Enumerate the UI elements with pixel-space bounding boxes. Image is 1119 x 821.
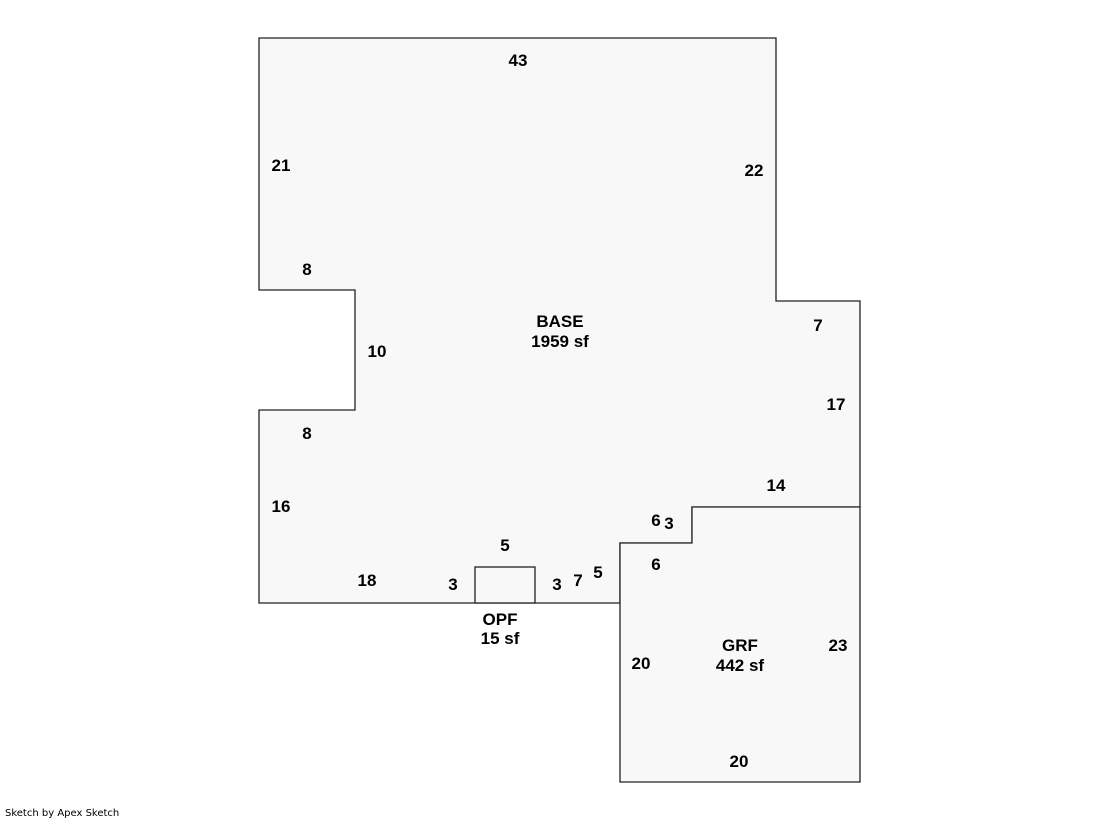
opf-area-shape — [474, 566, 536, 604]
footer-credit: Sketch by Apex Sketch — [5, 808, 120, 819]
dimension-label: 21 — [272, 156, 291, 175]
dimension-label: 14 — [767, 476, 786, 495]
dimension-label: 10 — [368, 342, 387, 361]
opf-label: OPF — [483, 610, 518, 629]
dimension-label: 23 — [829, 636, 848, 655]
dimension-label: 3 — [448, 575, 457, 594]
base-size: 1959 sf — [531, 332, 589, 351]
opf-size: 15 sf — [481, 629, 520, 648]
grf-label: GRF — [722, 636, 758, 655]
dimension-label: 6 — [651, 555, 660, 574]
dimension-label: 5 — [500, 536, 509, 555]
dimension-label: 7 — [573, 571, 582, 590]
dimension-label: 43 — [509, 51, 528, 70]
dimension-label: 20 — [632, 654, 651, 673]
dimension-label: 8 — [302, 424, 311, 443]
dimension-label: 20 — [730, 752, 749, 771]
base-label: BASE — [536, 312, 583, 331]
dimension-label: 18 — [358, 571, 377, 590]
dimension-label: 22 — [745, 161, 764, 180]
dimension-label: 16 — [272, 497, 291, 516]
dimension-label: 5 — [593, 563, 602, 582]
grf-area-shape — [619, 506, 861, 783]
dimension-label: 7 — [813, 316, 822, 335]
dimension-label: 3 — [664, 514, 673, 533]
dimension-label: 17 — [827, 395, 846, 414]
dimension-label: 3 — [552, 575, 561, 594]
grf-size: 442 sf — [716, 656, 765, 675]
dimension-label: 8 — [302, 260, 311, 279]
dimension-label: 6 — [651, 511, 660, 530]
